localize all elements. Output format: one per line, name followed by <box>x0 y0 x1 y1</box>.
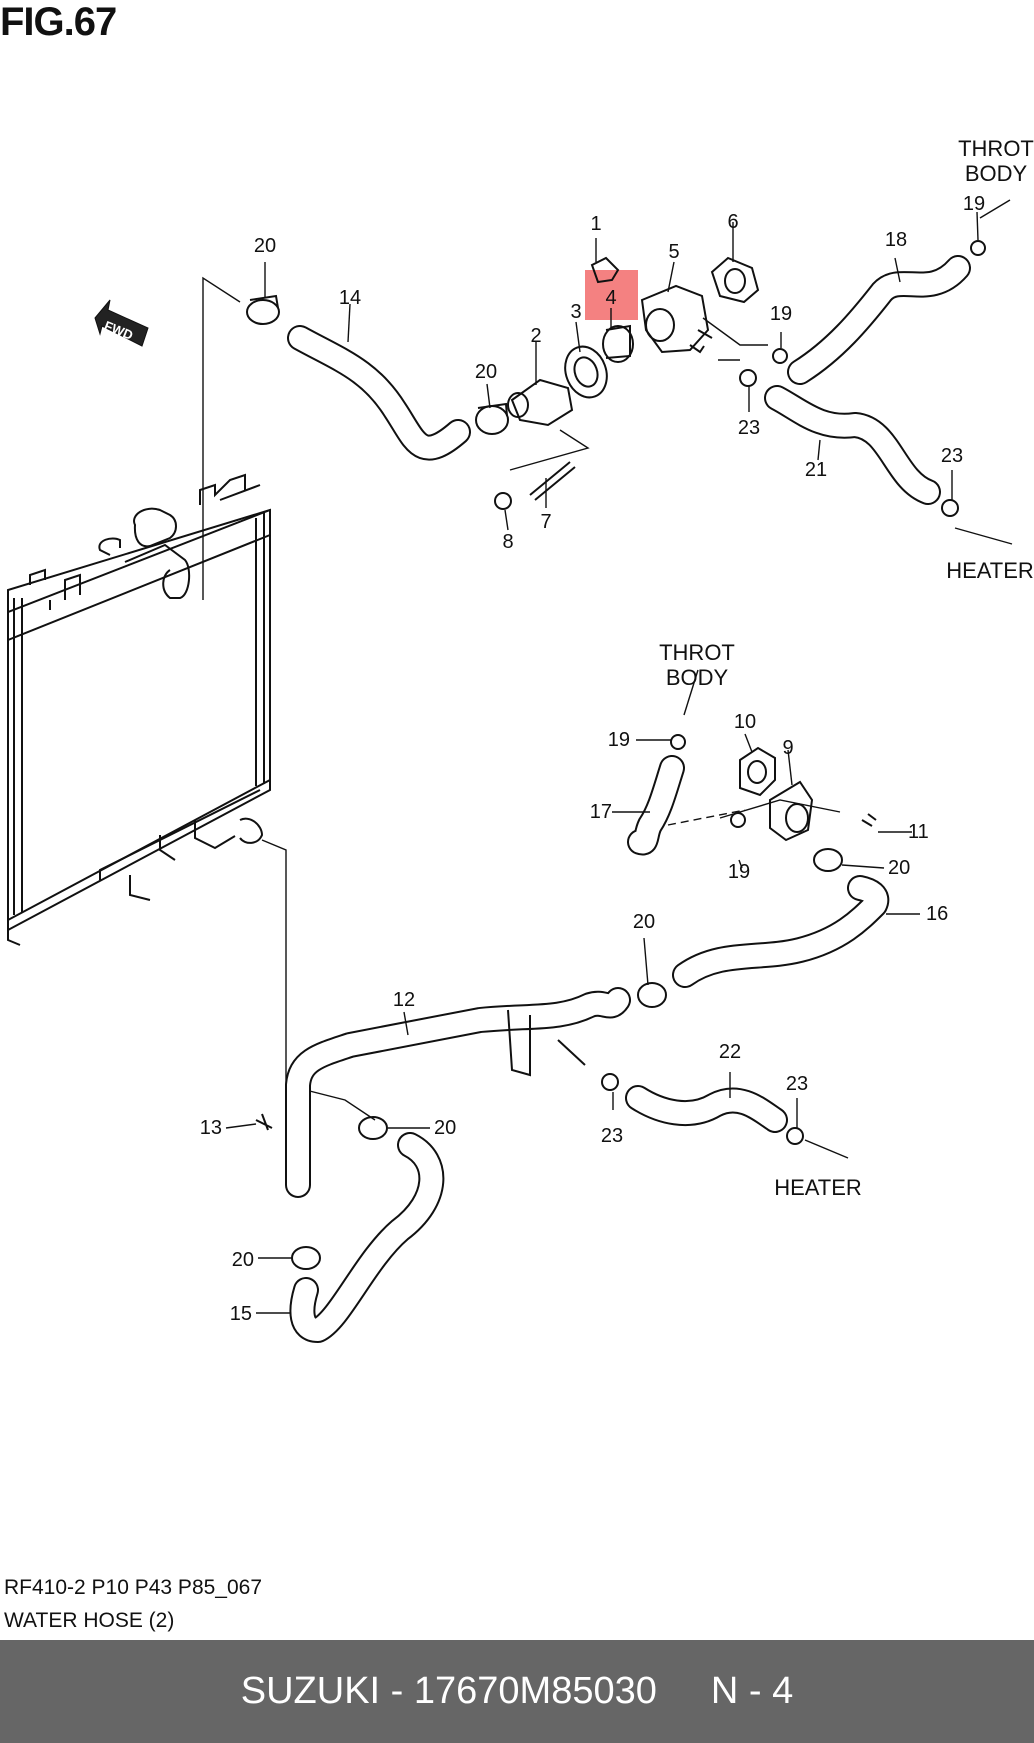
part-13-bolt <box>255 1113 273 1131</box>
part-1-bleeder <box>590 256 620 284</box>
dest-heater-top: HEATER <box>946 558 1034 583</box>
callout-7[interactable]: 7 <box>540 511 551 533</box>
part-8-nut <box>494 492 512 510</box>
dest-throt-body-top-1: THROT <box>958 136 1034 161</box>
callout-20-b[interactable]: 20 <box>475 361 497 383</box>
clamp-23-a <box>739 369 757 387</box>
callout-5[interactable]: 5 <box>668 241 679 263</box>
diagram-name: WATER HOSE (2) <box>4 1609 175 1632</box>
clamp-20-e <box>358 1116 388 1140</box>
footer-brand-part-number: SUZUKI - 17670M85030 <box>240 1670 657 1712</box>
footer-bar: SUZUKI - 17670M85030 N - 4 <box>0 1640 1034 1743</box>
callout-23-a[interactable]: 23 <box>738 417 760 439</box>
part-9-inlet <box>769 780 814 842</box>
callout-15[interactable]: 15 <box>230 1303 252 1325</box>
clamp-19-a <box>970 240 986 256</box>
hose-21 <box>764 385 941 505</box>
callout-12[interactable]: 12 <box>393 989 415 1011</box>
callout-20-a[interactable]: 20 <box>254 235 276 257</box>
callout-6[interactable]: 6 <box>727 211 738 233</box>
clamp-23-c <box>601 1073 619 1091</box>
callout-14[interactable]: 14 <box>339 287 361 309</box>
hose-16 <box>672 875 890 988</box>
callout-19-d[interactable]: 19 <box>728 861 750 883</box>
hose-17 <box>627 755 685 856</box>
callout-9[interactable]: 9 <box>782 737 793 759</box>
reference-code: RF410-2 P10 P43 P85_067 <box>4 1576 263 1599</box>
clamp-19-c <box>670 734 686 750</box>
callout-23-b[interactable]: 23 <box>941 445 963 467</box>
callout-3[interactable]: 3 <box>570 301 581 323</box>
callout-23-d[interactable]: 23 <box>786 1073 808 1095</box>
callout-20-e[interactable]: 20 <box>434 1117 456 1139</box>
dest-throt-body-top-2: BODY <box>965 161 1028 186</box>
figure-title: FIG.67 <box>0 0 117 44</box>
callout-10[interactable]: 10 <box>734 711 756 733</box>
dest-heater-bottom: HEATER <box>774 1175 862 1200</box>
clamp-20-a <box>246 294 280 325</box>
callout-23-c[interactable]: 23 <box>601 1125 623 1147</box>
pipe-12 <box>285 987 631 1198</box>
part-5-thermostat-housing <box>640 284 713 354</box>
part-7-stud <box>529 461 576 501</box>
hose-14 <box>287 325 471 461</box>
callout-18[interactable]: 18 <box>885 229 907 251</box>
clamp-19-b <box>772 348 788 364</box>
part-3-gasket <box>564 345 608 399</box>
fwd-arrow-icon: FWD <box>94 299 149 347</box>
callout-8[interactable]: 8 <box>502 531 513 553</box>
footer-position: N - 4 <box>710 1670 794 1712</box>
clamp-19-d <box>730 812 746 828</box>
callout-16[interactable]: 16 <box>926 903 948 925</box>
part-10-gasket <box>739 746 776 797</box>
callout-13[interactable]: 13 <box>200 1117 222 1139</box>
callout-20-c[interactable]: 20 <box>888 857 910 879</box>
leader-lines <box>202 199 1013 1159</box>
callout-20-d[interactable]: 20 <box>633 911 655 933</box>
part-11-bolt <box>861 813 877 827</box>
part-4-thermostat <box>602 324 634 363</box>
clamp-23-d <box>786 1127 804 1145</box>
part-2-water-outlet <box>507 378 574 427</box>
clamp-20-b <box>475 402 509 435</box>
callout-19-b[interactable]: 19 <box>770 303 792 325</box>
clamp-20-d <box>637 982 667 1008</box>
callout-19-a[interactable]: 19 <box>963 193 985 215</box>
hose-15 <box>289 1132 445 1343</box>
callout-17[interactable]: 17 <box>590 801 612 823</box>
clamp-20-f <box>291 1246 321 1270</box>
part-6-gasket <box>710 256 760 304</box>
hose-22 <box>625 1085 788 1133</box>
callout-1[interactable]: 1 <box>590 213 601 235</box>
callout-11[interactable]: 11 <box>908 821 929 843</box>
callout-leaders <box>225 211 979 1314</box>
callout-2[interactable]: 2 <box>530 325 541 347</box>
callout-4[interactable]: 4 <box>605 287 616 309</box>
dest-throt-body-mid-2: BODY <box>666 665 729 690</box>
clamp-20-c <box>813 848 843 872</box>
callout-22[interactable]: 22 <box>719 1041 741 1063</box>
callout-19-c[interactable]: 19 <box>608 729 630 751</box>
clamp-23-b <box>941 499 959 517</box>
dest-throt-body-mid-1: THROT <box>659 640 735 665</box>
callout-20-f[interactable]: 20 <box>232 1249 254 1271</box>
hose-18 <box>787 255 971 385</box>
callout-21[interactable]: 21 <box>805 459 827 481</box>
radiator <box>7 473 271 946</box>
